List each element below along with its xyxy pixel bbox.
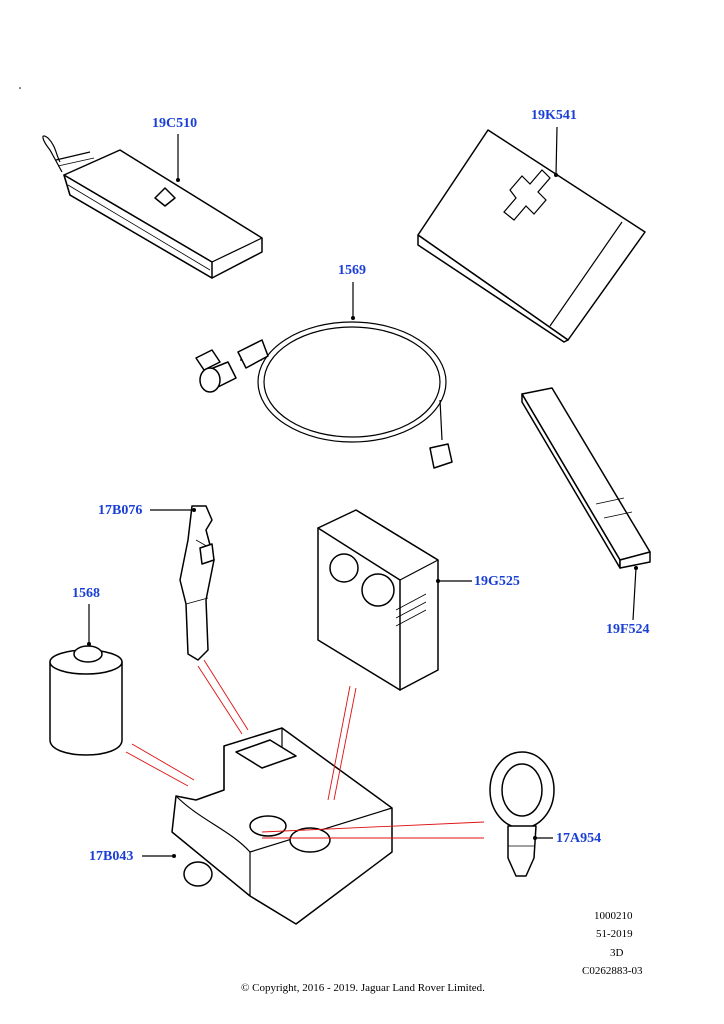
part-label-19K541[interactable]: 19K541 — [531, 108, 577, 123]
part-17A954-tow-eye — [489, 751, 555, 877]
part-17B043-tray — [171, 727, 393, 925]
part-19C510-case — [42, 135, 263, 279]
reference-code: C0262883-03 — [582, 965, 643, 977]
part-19G525-compressor — [317, 509, 440, 691]
reference-view: 3D — [610, 947, 624, 959]
part-1569-hose — [195, 316, 453, 469]
reference-number: 1000210 — [594, 910, 633, 922]
copyright-notice: © Copyright, 2016 - 2019. Jaguar Land Ro… — [241, 982, 485, 994]
part-17B076-tool — [179, 505, 215, 661]
part-label-1568[interactable]: 1568 — [72, 586, 100, 601]
part-label-1569[interactable]: 1569 — [338, 263, 366, 278]
red-leader-lines — [125, 659, 485, 839]
part-1568-bottle — [49, 642, 123, 756]
part-label-19G525[interactable]: 19G525 — [474, 574, 520, 589]
part-label-17B043[interactable]: 17B043 — [89, 849, 134, 864]
part-label-17A954[interactable]: 17A954 — [556, 831, 602, 846]
reference-date: 51-2019 — [596, 928, 633, 940]
part-label-19C510[interactable]: 19C510 — [152, 116, 198, 131]
part-19F524-stick — [521, 387, 651, 570]
part-label-17B076[interactable]: 17B076 — [98, 503, 143, 518]
part-label-19F524[interactable]: 19F524 — [606, 622, 650, 637]
part-19K541-first-aid-kit — [417, 129, 646, 343]
